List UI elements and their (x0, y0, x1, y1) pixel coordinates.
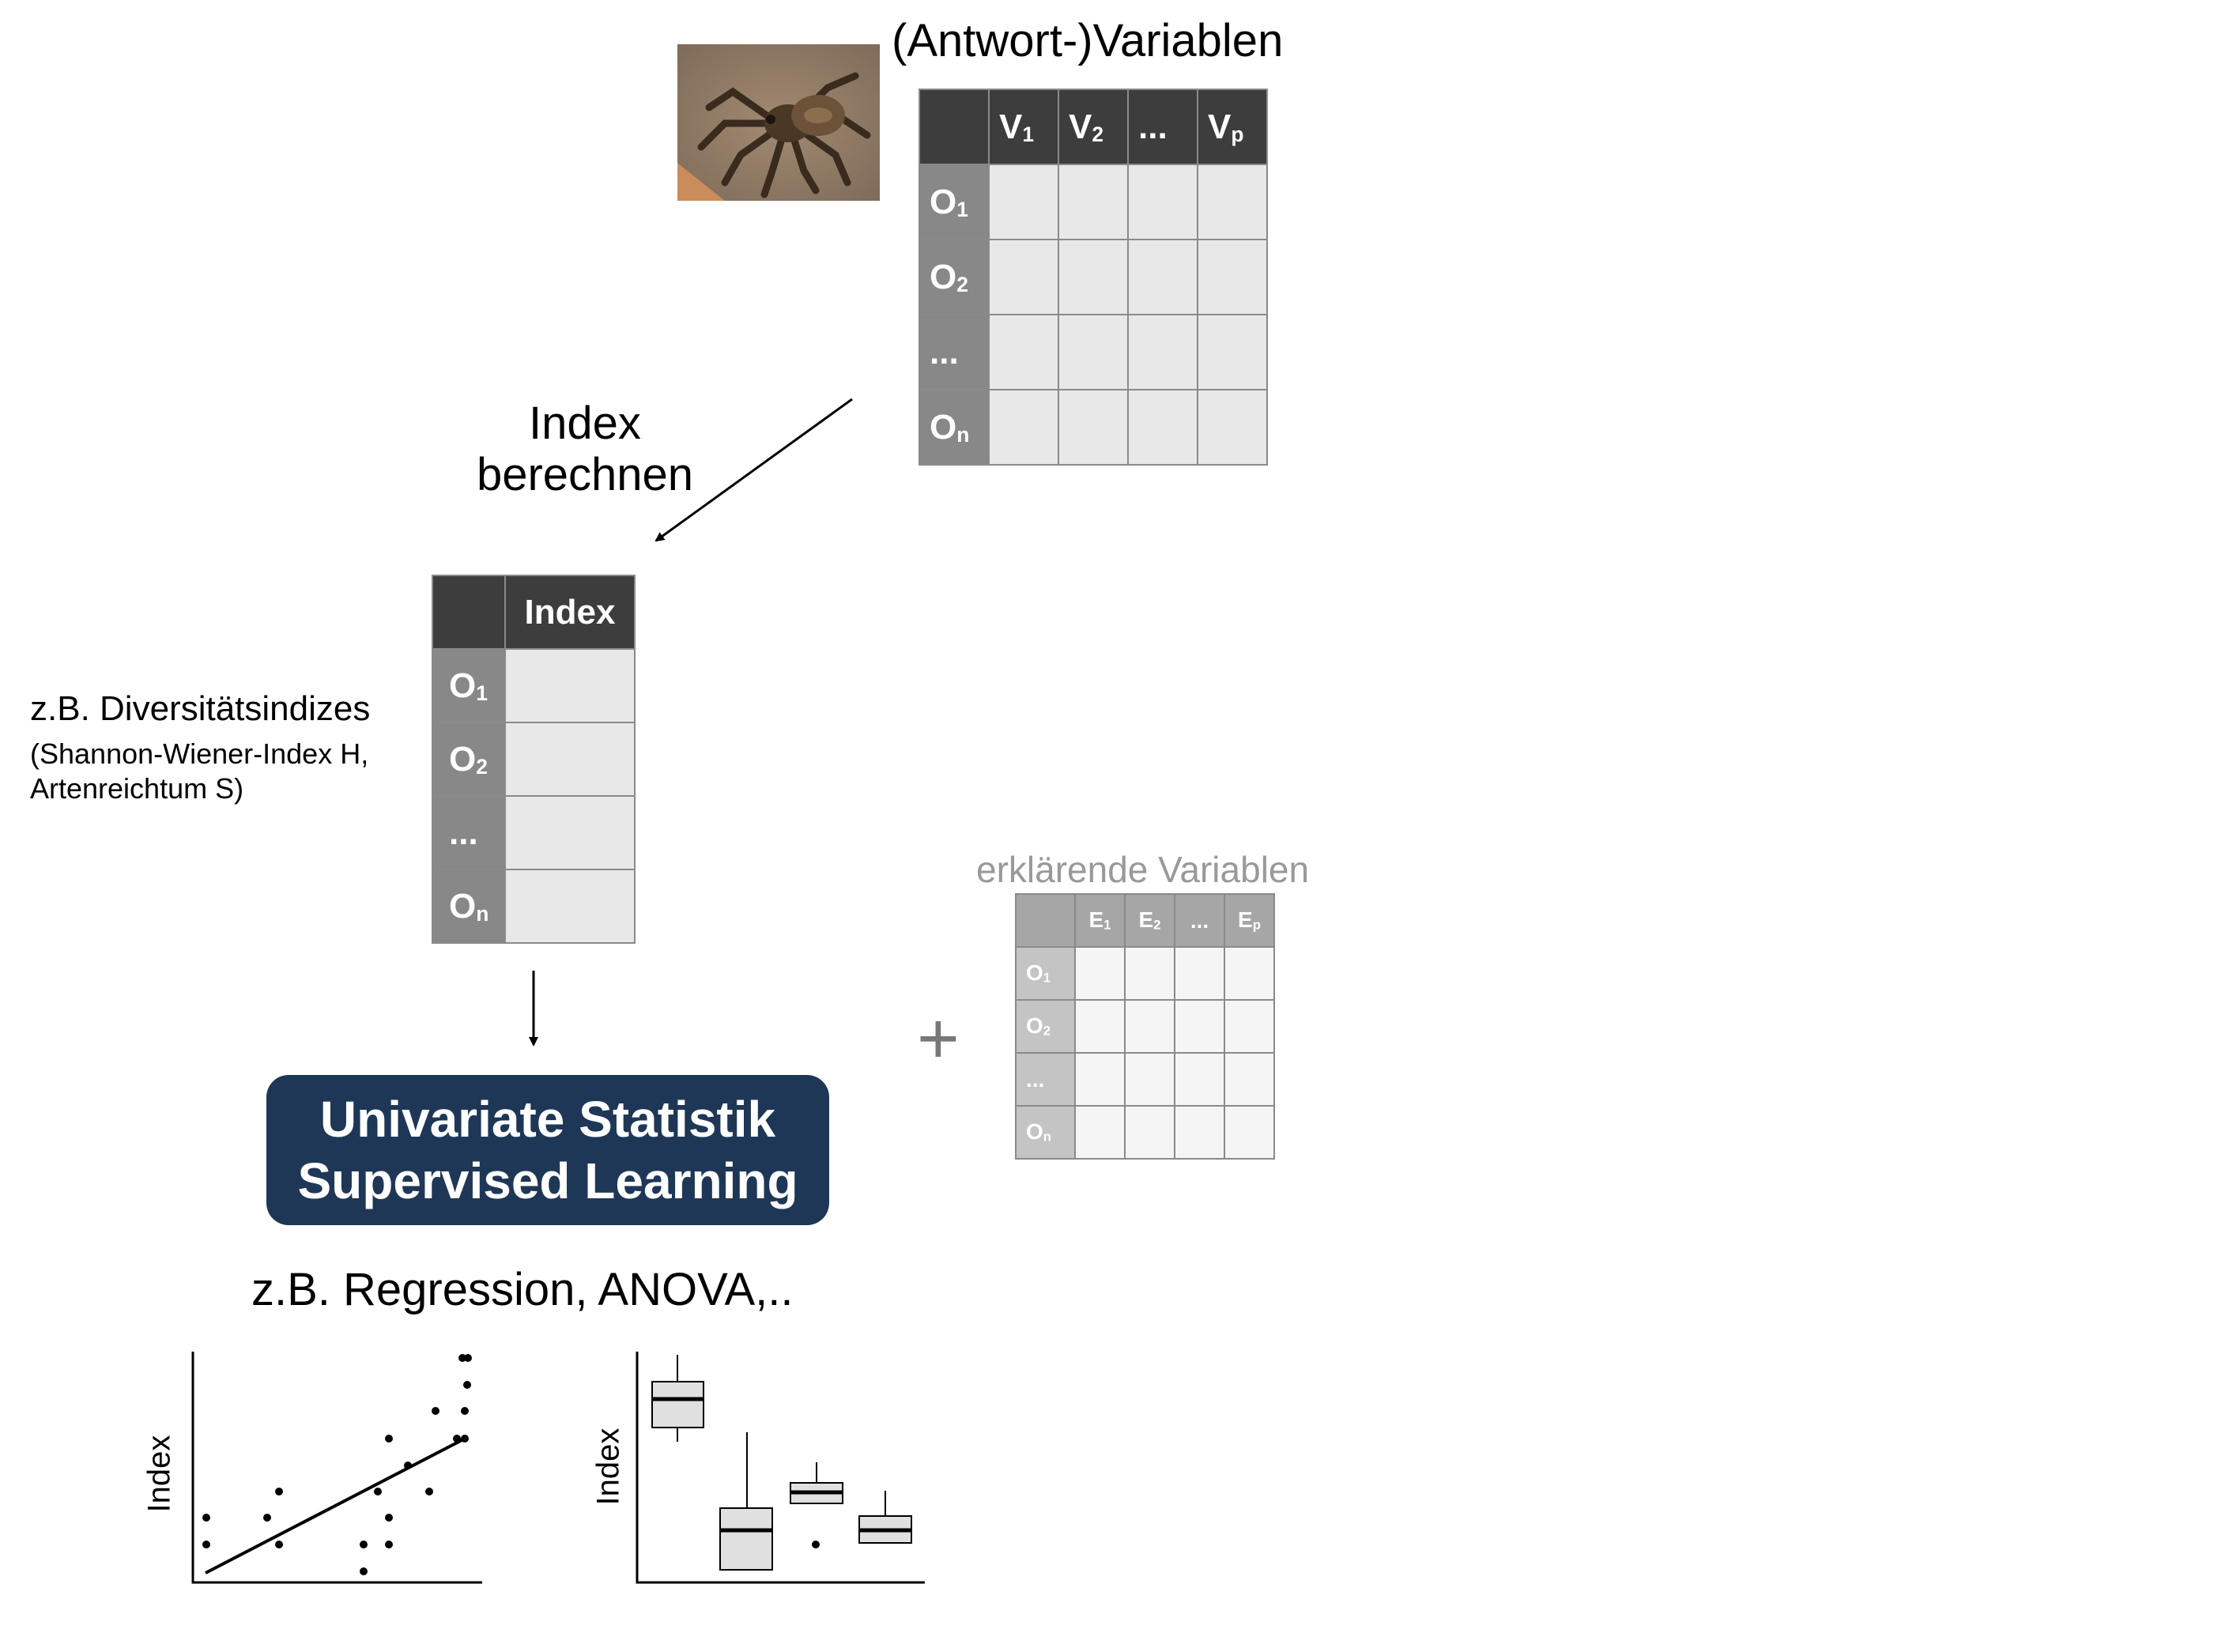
matrix-cell (1124, 1052, 1175, 1107)
matrix-cell (1058, 164, 1129, 240)
column-header-e1: E1 (1074, 893, 1126, 948)
matrix-cell (1074, 999, 1126, 1054)
row-header-on: On (1015, 1105, 1076, 1160)
matrix-cell (988, 314, 1059, 390)
spider-photo (677, 44, 880, 201)
matrix-cell (1197, 164, 1268, 240)
regression-line (205, 1435, 469, 1575)
matrix-cell (1058, 314, 1129, 390)
column-header-ep: Ep (1224, 893, 1275, 948)
row-header-ellipsis: ... (432, 795, 506, 870)
matrix-cell (1197, 239, 1268, 315)
boxplot-y-axis-label: Index (590, 1428, 626, 1506)
response-matrix: V1 V2 ... Vp O1 O2 ... On (919, 89, 1268, 466)
index-cell (504, 795, 636, 870)
matrix-cell (1074, 946, 1126, 1001)
matrix-cell (1127, 389, 1198, 466)
explanatory-variables-title: erklärende Variablen (976, 849, 1310, 890)
arrow-compute-index (655, 398, 853, 542)
row-header-o2: O2 (432, 722, 506, 797)
row-header-ellipsis: ... (919, 314, 990, 390)
row-header-o1: O1 (432, 648, 506, 723)
matrix-cell (1224, 1052, 1275, 1107)
matrix-cell (1197, 389, 1268, 466)
explanatory-matrix: E1 E2 ... Ep O1 O2 ... On (1015, 893, 1275, 1160)
diversity-title: z.B. Diversitätsindizes (30, 689, 371, 728)
box-4 (858, 1491, 912, 1544)
column-header-e2: E2 (1124, 893, 1175, 948)
index-table: Index O1 O2 ... On (432, 575, 636, 944)
matrix-cell (1127, 239, 1198, 315)
matrix-cell (988, 389, 1059, 466)
matrix-cell (1174, 999, 1225, 1054)
matrix-cell (1074, 1052, 1126, 1107)
column-header-index: Index (504, 575, 636, 650)
matrix-cell (988, 239, 1059, 315)
method-line-1: Univariate Statistik (319, 1091, 776, 1148)
method-line-2: Supervised Learning (297, 1152, 798, 1209)
index-corner (432, 575, 506, 650)
row-header-o2: O2 (1015, 999, 1076, 1054)
box-1 (651, 1355, 704, 1442)
boxplot-sketch (636, 1352, 925, 1584)
index-cell (504, 869, 636, 944)
matrix-cell (1058, 389, 1129, 466)
boxplot-axes (636, 1352, 925, 1584)
diversity-examples: (Shannon-Wiener-Index H, Artenreichtum S… (30, 737, 369, 805)
plus-symbol: + (917, 998, 960, 1079)
matrix-cell (1224, 946, 1275, 1001)
matrix-cell (988, 164, 1059, 240)
scatter-y-axis-label: Index (141, 1435, 177, 1513)
examples-title: z.B. Regression, ANOVA,.. (251, 1264, 794, 1315)
box-3 (790, 1462, 843, 1548)
matrix-cell (1174, 1105, 1225, 1160)
index-cell (504, 722, 636, 797)
scatter-points (202, 1354, 472, 1575)
scatter-plot-sketch (191, 1352, 482, 1584)
row-header-o2: O2 (919, 239, 990, 315)
matrix-cell (1124, 946, 1175, 1001)
index-step-label: Index berechnen (476, 398, 694, 500)
row-header-o1: O1 (919, 164, 990, 240)
matrix-corner (1015, 893, 1076, 948)
response-variables-title: (Antwort-)Variablen (892, 15, 1284, 66)
matrix-cell (1174, 1052, 1225, 1107)
scatter-axes (191, 1352, 482, 1584)
column-header-vp: Vp (1197, 89, 1268, 165)
matrix-cell (1174, 946, 1225, 1001)
row-header-o1: O1 (1015, 946, 1076, 1001)
method-box: Univariate Statistik Supervised Learning (266, 1075, 829, 1225)
box-2 (719, 1432, 773, 1571)
matrix-cell (1127, 314, 1198, 390)
matrix-corner (919, 89, 990, 165)
row-header-on: On (432, 869, 506, 944)
row-header-ellipsis: ... (1015, 1052, 1076, 1107)
matrix-cell (1197, 314, 1268, 390)
matrix-cell (1224, 999, 1275, 1054)
matrix-cell (1058, 239, 1129, 315)
matrix-cell (1074, 1105, 1126, 1160)
column-header-ellipsis: ... (1174, 893, 1225, 948)
matrix-cell (1224, 1105, 1275, 1160)
matrix-cell (1127, 164, 1198, 240)
column-header-ellipsis: ... (1127, 89, 1198, 165)
column-header-v1: V1 (988, 89, 1059, 165)
row-header-on: On (919, 389, 990, 466)
index-cell (504, 648, 636, 723)
matrix-cell (1124, 1105, 1175, 1160)
column-header-v2: V2 (1058, 89, 1129, 165)
matrix-cell (1124, 999, 1175, 1054)
